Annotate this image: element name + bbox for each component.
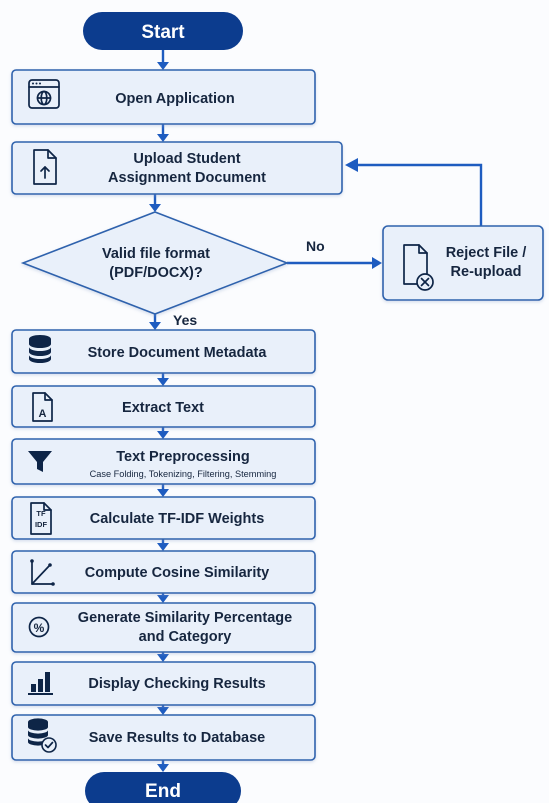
arrowhead (149, 204, 161, 212)
step-label-line2: Assignment Document (108, 170, 266, 186)
arrowhead (157, 431, 169, 439)
browser-globe-icon (28, 79, 60, 109)
step-label-line1: Upload Student (133, 151, 240, 167)
end-label: End (145, 781, 181, 802)
step-store-metadata: Store Document Metadata (11, 329, 316, 374)
arrowhead (157, 707, 169, 715)
percent-icon: % (28, 616, 50, 638)
start-label: Start (141, 22, 185, 43)
icon-glyph-tf: TF (36, 509, 46, 518)
arrowhead (157, 134, 169, 142)
step-detail: Case Folding, Tokenizing, Filtering, Ste… (90, 469, 277, 479)
arrowhead (157, 595, 169, 603)
arrowhead (157, 764, 169, 772)
step-upload-document: Upload Student Assignment Document (11, 141, 343, 195)
vector-angle-icon (30, 559, 55, 586)
text-document-icon: A (32, 392, 53, 422)
icon-glyph-idf: IDF (35, 520, 48, 529)
step-label: Open Application (115, 91, 235, 107)
arrow-reupload-loop (356, 163, 483, 226)
step-generate-similarity: % Generate Similarity Percentage and Cat… (11, 602, 316, 653)
step-label: Text Preprocessing (116, 449, 250, 465)
no-branch-label: No (306, 238, 325, 254)
reject-label-line1: Reject File / (446, 245, 527, 261)
database-icon (29, 335, 51, 363)
connectors (149, 50, 483, 772)
reject-label-line2: Re-upload (451, 264, 522, 280)
decision-valid-format: Valid file format (PDF/DOCX)? (20, 211, 290, 315)
arrowhead (157, 62, 169, 70)
step-label: Display Checking Results (88, 676, 265, 692)
filter-icon (28, 451, 52, 472)
tf-idf-icon: TF IDF (30, 502, 52, 535)
icon-glyph: % (34, 621, 45, 635)
arrowhead (157, 378, 169, 386)
step-display-results: Display Checking Results (11, 661, 316, 706)
decision-label-line1: Valid file format (102, 246, 210, 262)
step-save-results: Save Results to Database (11, 714, 316, 761)
step-label-line2: and Category (139, 629, 232, 645)
step-label: Store Document Metadata (88, 345, 268, 361)
step-calculate-tfidf: TF IDF Calculate TF-IDF Weights (11, 496, 316, 540)
step-text-preprocessing: Text Preprocessing Case Folding, Tokeniz… (11, 438, 316, 485)
step-cosine-similarity: Compute Cosine Similarity (11, 550, 316, 594)
bar-chart-icon (28, 672, 53, 695)
step-label-line1: Generate Similarity Percentage (78, 610, 292, 626)
step-reject-file: Reject File / Re-upload (382, 225, 544, 301)
step-label: Extract Text (122, 400, 204, 416)
arrowhead (157, 489, 169, 497)
step-open-application: Open Application (11, 69, 316, 125)
arrowhead (149, 322, 161, 330)
file-reject-icon (403, 244, 434, 291)
step-label: Calculate TF-IDF Weights (90, 511, 265, 527)
arrowhead (345, 158, 358, 172)
step-label: Compute Cosine Similarity (85, 565, 270, 581)
yes-branch-label: Yes (173, 312, 197, 328)
file-upload-icon (33, 149, 57, 185)
arrowhead (157, 543, 169, 551)
step-label: Save Results to Database (89, 730, 266, 746)
arrowhead (372, 257, 382, 269)
end-terminal: End (85, 772, 241, 803)
database-save-icon (28, 718, 57, 753)
arrowhead (157, 654, 169, 662)
icon-glyph: A (39, 408, 47, 420)
decision-label-line2: (PDF/DOCX)? (109, 265, 203, 281)
step-extract-text: A Extract Text (11, 385, 316, 428)
start-terminal: Start (83, 12, 243, 50)
